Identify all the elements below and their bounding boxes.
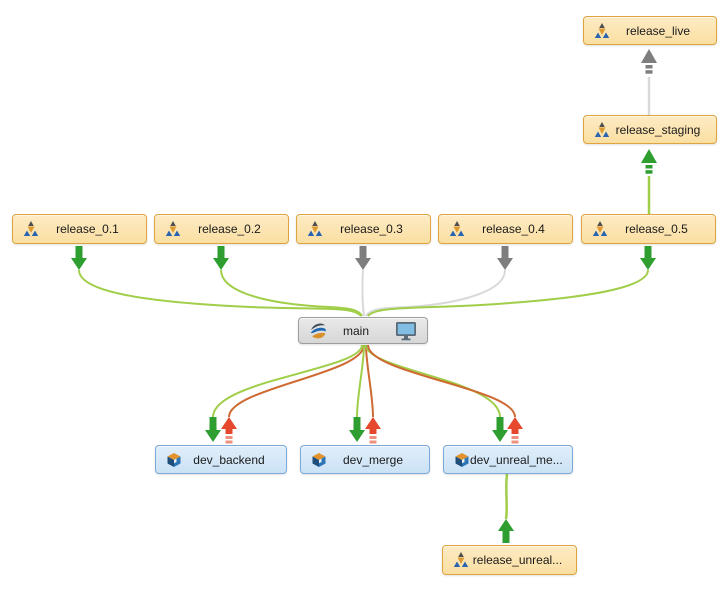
merge-link-main-devunreal[interactable]: [365, 344, 508, 442]
dev-branch-package-icon: [311, 452, 327, 468]
branch-label: main: [343, 323, 370, 338]
branch-label: release_0.1: [56, 222, 119, 236]
branch-node-dev-backend[interactable]: dev_backend: [155, 445, 287, 474]
dev-branch-package-icon: [166, 452, 182, 468]
branch-label: dev_unreal_me...: [470, 452, 562, 467]
merge-link-releaseunreal-devunreal[interactable]: [498, 473, 514, 543]
branch-node-main[interactable]: main: [298, 317, 428, 344]
release-branch-icon: [453, 552, 469, 568]
branch-node-release-staging[interactable]: release_staging: [583, 115, 717, 144]
branch-node-release-0-5[interactable]: release_0.5: [581, 214, 716, 244]
release-branch-icon: [165, 221, 181, 237]
branch-node-release-unreal[interactable]: release_unreal...: [442, 545, 577, 575]
merge-link-main-devbackend[interactable]: [205, 344, 363, 442]
branch-label: release_0.5: [625, 222, 688, 236]
pending-dash: [369, 436, 377, 439]
branch-label: dev_backend: [193, 452, 265, 467]
branch-label: release_0.2: [198, 222, 261, 236]
branch-label: dev_merge: [342, 452, 404, 467]
release-branch-icon: [449, 221, 465, 237]
arrowhead-down-icon: [640, 246, 656, 270]
branch-node-dev-merge[interactable]: dev_merge: [300, 445, 430, 474]
arrowhead-up-icon: [641, 49, 657, 63]
arrowhead-down-icon: [492, 417, 508, 442]
branch-label: release_staging: [615, 122, 701, 137]
pending-dash: [225, 436, 233, 439]
branch-node-release-live[interactable]: release_live: [583, 16, 717, 45]
main-branch-globe-icon: [309, 322, 327, 340]
release-branch-icon: [23, 221, 39, 237]
release-branch-icon: [594, 22, 610, 39]
arrowhead-down-icon: [205, 417, 221, 442]
arrowhead-down-icon: [213, 246, 229, 270]
pending-dash: [645, 65, 653, 69]
arrowhead-down-icon: [497, 246, 513, 270]
branch-label: release_0.4: [482, 222, 545, 236]
arrowhead-down-icon: [355, 246, 371, 270]
branch-node-release-0-3[interactable]: release_0.3: [296, 214, 431, 244]
pending-dash: [511, 440, 519, 444]
branch-label: release_0.3: [340, 222, 403, 236]
branch-label: release_unreal...: [472, 553, 563, 567]
dev-branch-package-icon: [454, 452, 470, 468]
merge-link-release03-main[interactable]: [355, 246, 371, 317]
arrowhead-up-icon: [641, 149, 657, 163]
release-branch-icon: [594, 121, 610, 138]
merge-link-devbackend-main[interactable]: [221, 344, 365, 444]
merge-link-main-devmerge[interactable]: [349, 344, 365, 442]
merge-link-devmerge-main[interactable]: [365, 344, 381, 444]
pending-dash: [369, 440, 377, 444]
arrowhead-up-icon: [507, 417, 523, 434]
pending-dash: [645, 170, 653, 174]
merge-link-release01-main[interactable]: [71, 246, 362, 317]
branch-node-release-0-2[interactable]: release_0.2: [154, 214, 289, 244]
pending-dash: [511, 436, 519, 439]
branch-node-dev-unreal[interactable]: dev_unreal_me...: [443, 445, 573, 474]
arrowhead-down-icon: [71, 246, 87, 270]
release-branch-icon: [307, 221, 323, 237]
pending-dash: [645, 165, 653, 169]
arrowhead-up-icon: [365, 417, 381, 434]
arrowhead-up-icon: [221, 417, 237, 434]
branch-label: release_live: [625, 23, 691, 38]
merge-link-devunreal-main[interactable]: [367, 344, 523, 444]
arrowhead-down-icon: [349, 417, 365, 442]
pending-dash: [225, 440, 233, 444]
pending-dash: [645, 70, 653, 74]
workspace-monitor-icon: [395, 321, 417, 341]
branch-node-release-0-1[interactable]: release_0.1: [12, 214, 147, 244]
release-branch-icon: [592, 221, 608, 237]
merge-link-release05-main[interactable]: [367, 246, 656, 317]
merge-link-release05-staging[interactable]: [641, 149, 657, 214]
merge-link-release02-main[interactable]: [213, 246, 363, 317]
merge-link-staging-live[interactable]: [641, 49, 657, 115]
merge-link-release04-main[interactable]: [365, 246, 513, 317]
branch-node-release-0-4[interactable]: release_0.4: [438, 214, 573, 244]
arrowhead-up-icon: [498, 519, 514, 543]
